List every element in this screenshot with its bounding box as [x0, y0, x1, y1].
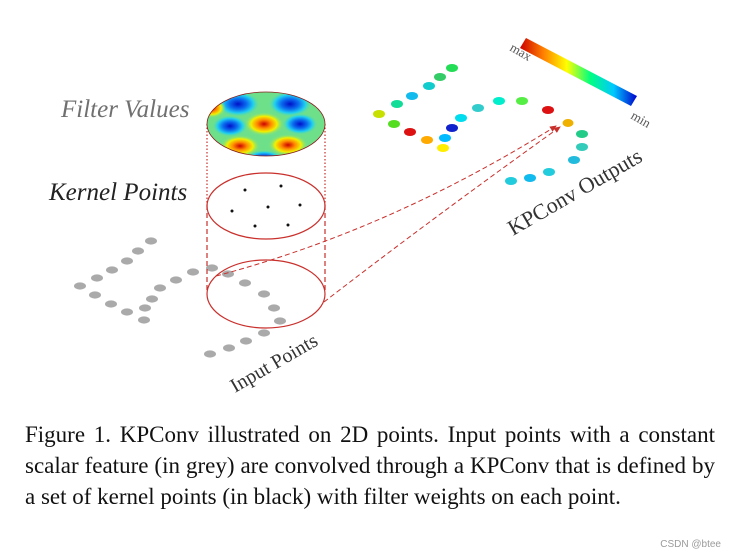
kpconv-diagram: max min Filter Values Kernel Points Inpu…	[48, 38, 654, 397]
kernel-points-label: Kernel Points	[48, 179, 187, 206]
colorbar: max min	[508, 38, 654, 131]
filter-values-disc	[206, 91, 326, 157]
colorbar-min-label: min	[629, 108, 654, 131]
kernel-points	[230, 184, 302, 228]
figure-caption: Figure 1. KPConv illustrated on 2D point…	[25, 422, 715, 509]
cylinder-guides	[206, 124, 326, 292]
output-connectors	[215, 125, 561, 303]
input-points	[74, 237, 286, 358]
kernel-points-disc	[206, 172, 326, 240]
watermark: CSDN @btee	[660, 539, 721, 550]
output-points	[373, 64, 588, 185]
kpconv-figure: max min Filter Values Kernel Points Inpu…	[48, 38, 654, 397]
input-points-disc	[206, 259, 326, 329]
filter-values-label: Filter Values	[60, 96, 189, 123]
